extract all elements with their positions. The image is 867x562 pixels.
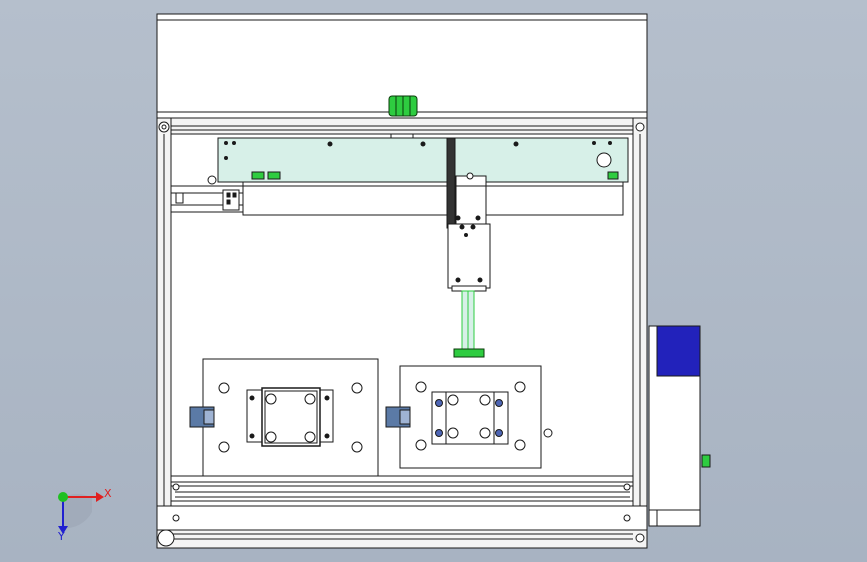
rail-pulley: [596, 152, 612, 168]
bottom-rail-lower: [156, 505, 648, 531]
corner-bolt: [635, 533, 645, 543]
green-knob: [388, 95, 418, 139]
fixture-left: [189, 358, 379, 477]
fixture-right: [385, 365, 553, 469]
x-axis-label: X: [104, 487, 112, 500]
carriage-column: [446, 137, 456, 229]
sensor: [251, 171, 265, 180]
coordinate-triad: [58, 492, 104, 534]
sensor: [607, 171, 619, 180]
linear-rail: [170, 137, 629, 216]
rail-beam: [242, 181, 624, 216]
side-control-box: [648, 325, 711, 527]
triad-origin: [58, 492, 68, 502]
corner-bolt: [157, 529, 175, 547]
y-axis-label: Y: [58, 530, 65, 543]
corner-bolt: [635, 122, 645, 132]
sensor: [267, 171, 281, 180]
corner-bolt: [158, 121, 170, 133]
gripper-rod: [451, 285, 487, 358]
status-led: [701, 454, 711, 468]
